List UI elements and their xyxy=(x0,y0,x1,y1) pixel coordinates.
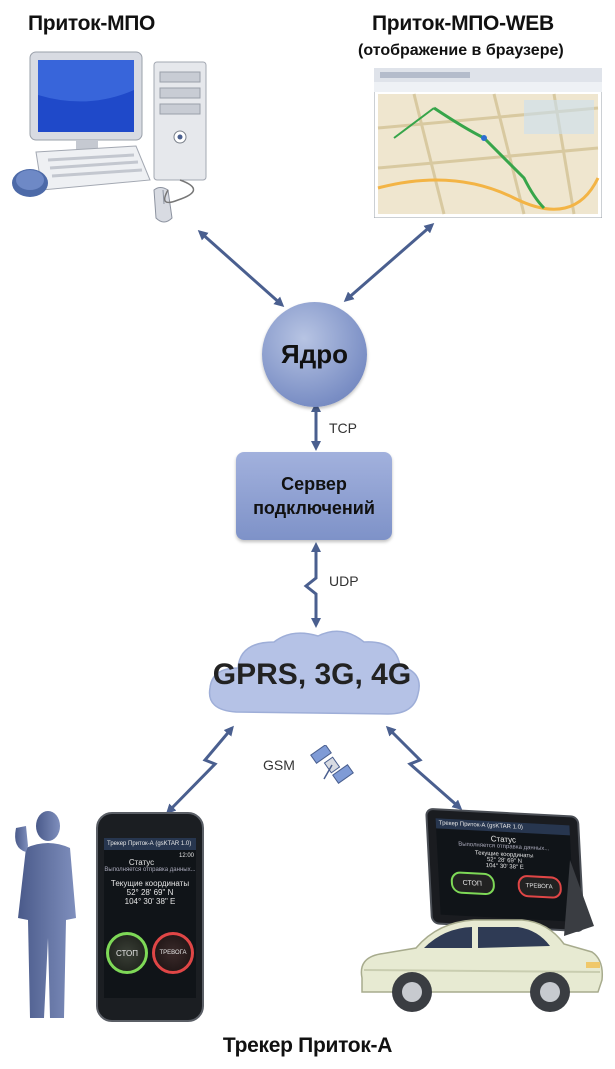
smartphone-device: Трекер Приток-А (gsKTAR 1.0) 12:00 Стату… xyxy=(96,812,204,1022)
udp-label: UDP xyxy=(329,573,359,589)
phone-status-title: Статус xyxy=(128,858,155,867)
network-label: GPRS, 3G, 4G xyxy=(212,658,412,691)
phone-status-text: Выполняется отправка данных... xyxy=(104,867,196,873)
tcp-label: TCP xyxy=(329,420,357,436)
core-node-label: Ядро xyxy=(281,339,348,369)
tablet-alarm-button[interactable]: ТРЕВОГА xyxy=(516,874,562,900)
edge-network-tablet xyxy=(385,725,463,810)
phone-lat: 52° 28' 69" N xyxy=(126,888,174,897)
edge-network-phone xyxy=(165,725,234,815)
connection-server-label-line2: подключений xyxy=(253,498,375,518)
connection-server-node: Сервер подключений xyxy=(236,452,392,540)
core-node: Ядро xyxy=(262,302,367,407)
phone-coords-title: Текущие координаты xyxy=(110,879,190,888)
phone-clock: 12:00 xyxy=(178,853,194,859)
desktop-computer-icon xyxy=(12,51,207,223)
car-icon xyxy=(360,919,604,1012)
edge-desktop-core xyxy=(197,230,285,307)
web-title: Приток-МПО-WEB xyxy=(372,12,554,35)
gsm-label: GSM xyxy=(263,757,295,773)
edge-web-core xyxy=(343,223,435,302)
smartphone-screen: Трекер Приток-А (gsKTAR 1.0) 12:00 Стату… xyxy=(104,838,196,998)
browser-map-screenshot-icon xyxy=(374,68,602,218)
edge-server-network xyxy=(303,542,321,628)
phone-lon: 104° 30' 38" E xyxy=(124,897,176,906)
network-cloud-icon xyxy=(208,630,420,715)
person-silhouette-icon xyxy=(15,811,76,1018)
tablet-stand-icon xyxy=(564,860,594,936)
tracker-title: Трекер Приток-А xyxy=(222,1034,393,1057)
phone-stop-button[interactable]: СТОП xyxy=(106,932,148,974)
connection-server-label-line1: Сервер xyxy=(281,474,347,494)
phone-header: Трекер Приток-А (gsKTAR 1.0) xyxy=(107,841,192,847)
satellite-icon xyxy=(310,745,354,784)
tablet-stop-button[interactable]: СТОП xyxy=(449,871,495,896)
desktop-title: Приток-МПО xyxy=(28,12,156,35)
phone-alarm-button[interactable]: ТРЕВОГА xyxy=(152,932,194,974)
web-subtitle: (отображение в браузере) xyxy=(358,42,564,59)
